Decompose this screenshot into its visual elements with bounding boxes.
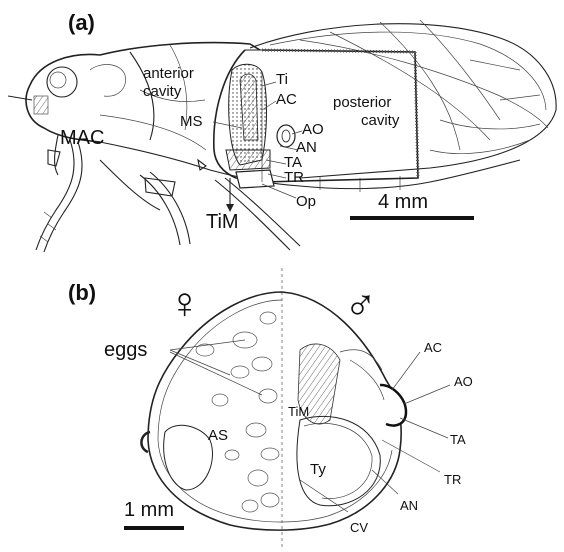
label-tim-b: TiM [288,404,309,419]
label-ac-b: AC [424,340,442,355]
label-ti: Ti [276,71,288,88]
posterior-cavity-label-line1: posterior [333,94,391,111]
female-symbol: ♀ [168,279,201,328]
anterior-cavity-label-line2: cavity [143,83,182,100]
label-op: Op [296,193,316,210]
label-an-b: AN [400,498,418,513]
leader-lines-a [100,82,302,212]
label-cv: CV [350,520,368,535]
label-as: AS [208,427,228,444]
male-symbol: ♂ [344,281,377,330]
label-tr-a: TR [284,169,304,186]
label-tim-a: TiM [206,211,239,233]
scale-bar-a-label: 4 mm [378,191,428,213]
anterior-cavity-label-line1: anterior [143,65,194,82]
panel-a: (a) anterior cavity posterior cavity Ti … [8,10,556,252]
label-tr-b: TR [444,472,461,487]
panel-b: (b) ♀ ♂ [68,268,473,548]
panel-a-label: (a) [68,10,95,35]
label-ao-b: AO [454,374,473,389]
panel-b-label: (b) [68,280,96,305]
label-ty: Ty [310,461,326,478]
scale-bar-b-label: 1 mm [124,499,174,521]
label-eggs: eggs [104,339,147,361]
label-ao-a: AO [302,121,324,138]
posterior-cavity-label-line2: cavity [361,112,400,129]
label-ac-a: AC [276,91,297,108]
label-mac: MAC [60,127,104,149]
label-ms: MS [180,113,203,130]
label-ta-b: TA [450,432,466,447]
